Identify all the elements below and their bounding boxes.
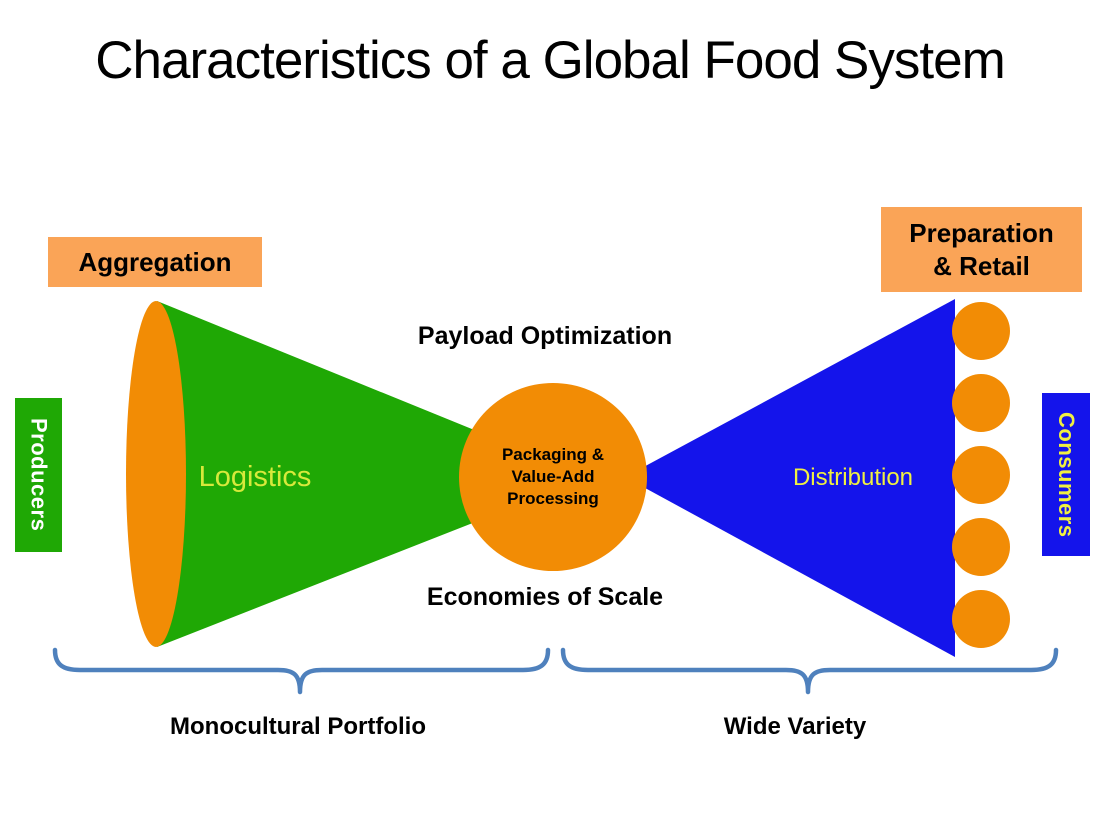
logistics-label: Logistics (198, 461, 312, 493)
economies-of-scale-label: Economies of Scale (426, 583, 664, 611)
distribution-label: Distribution (792, 464, 914, 491)
slide-title: Characteristics of a Global Food System (95, 31, 1006, 90)
producers-rail: Producers (15, 398, 62, 552)
funnel-mouth-ellipse (126, 301, 186, 647)
consumers-label: Consumers (1054, 411, 1079, 538)
preparation-label-line1: Preparation (909, 218, 1054, 248)
hub-label-line1: Packaging & (501, 445, 605, 464)
producers-label: Producers (26, 418, 52, 532)
aggregation-label: Aggregation (78, 246, 232, 277)
consumer-dot-2 (952, 374, 1010, 432)
distribution-triangle-shape (625, 299, 955, 657)
processing-hub-circle (459, 383, 647, 571)
hub-label-line3: Processing (507, 488, 599, 508)
wide-variety-label: Wide Variety (723, 713, 867, 740)
consumer-dot-3 (952, 446, 1010, 504)
logistics-funnel-shape (157, 301, 590, 647)
payload-optimization-label: Payload Optimization (417, 322, 673, 350)
consumer-dot-5 (952, 590, 1010, 648)
preparation-retail-box: Preparation & Retail (881, 207, 1082, 292)
aggregation-box: Aggregation (48, 237, 262, 287)
consumer-dot-1 (952, 302, 1010, 360)
right-brace (560, 647, 1059, 695)
preparation-label-line2: & Retail (933, 250, 1030, 281)
consumers-rail: Consumers (1042, 393, 1090, 556)
processing-hub-label: Packaging & Value-Add Processing (458, 444, 648, 509)
monocultural-portfolio-label: Monocultural Portfolio (170, 713, 426, 740)
consumer-dot-4 (952, 518, 1010, 576)
hub-label-line2: Value-Add (511, 466, 595, 486)
left-brace (52, 647, 551, 695)
